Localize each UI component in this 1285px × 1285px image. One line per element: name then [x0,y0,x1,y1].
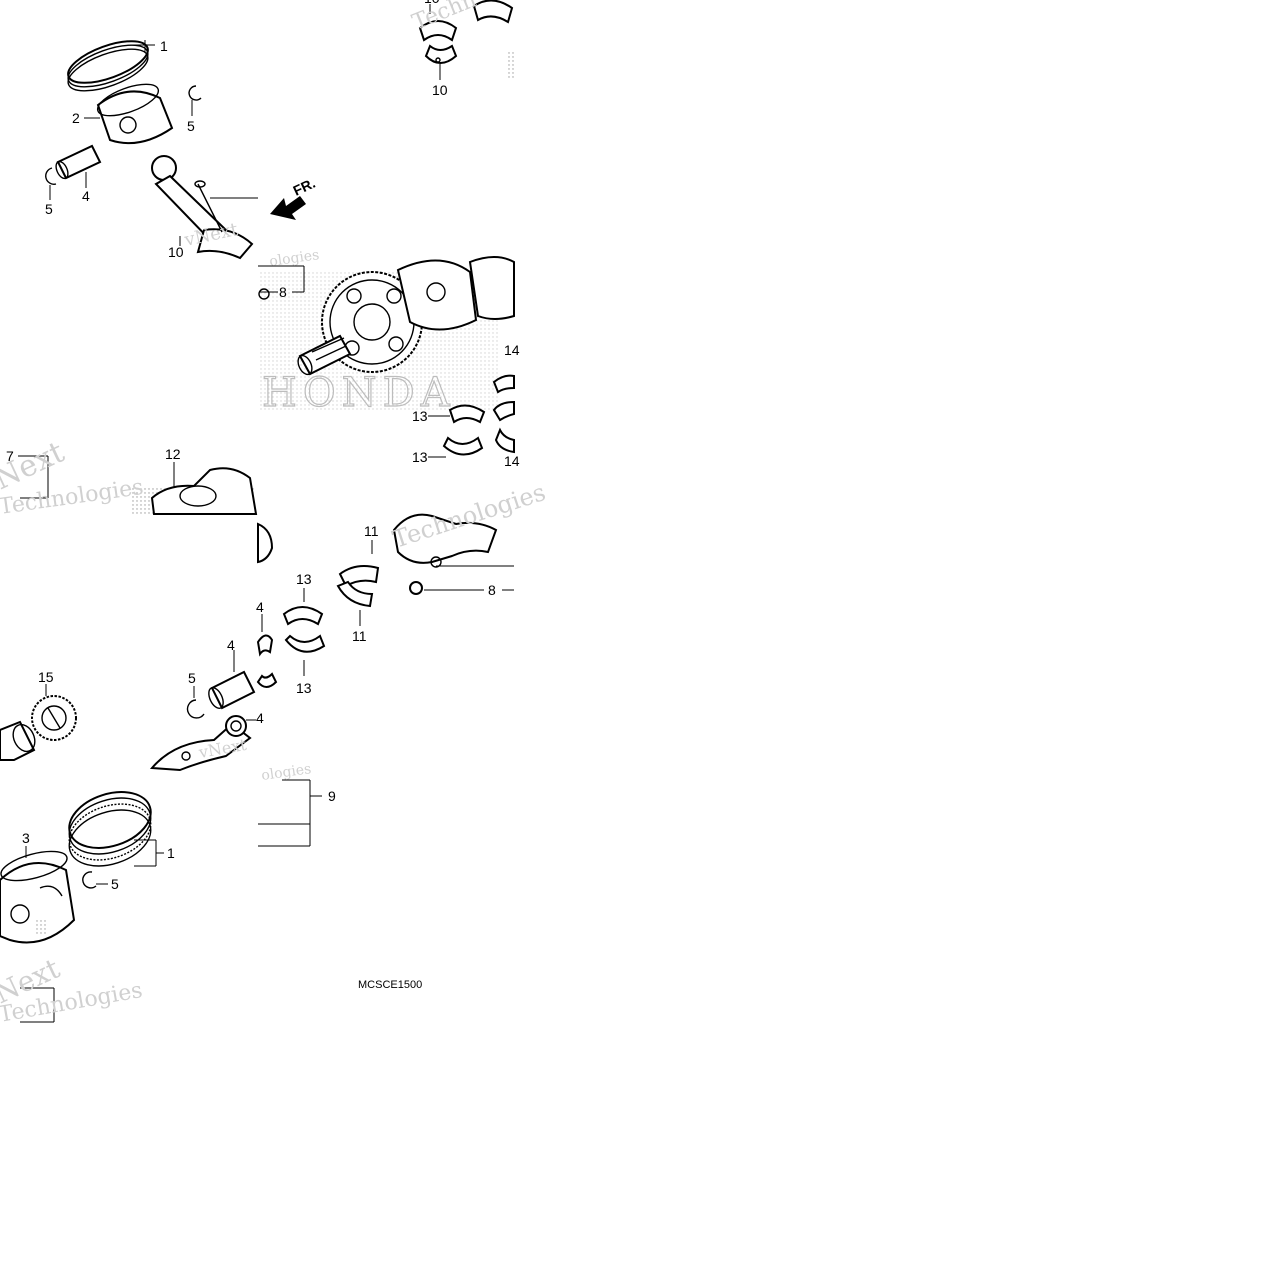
shaft-end-part [0,720,36,761]
main-bearing-part [442,436,484,456]
tile-crank-left [18,455,258,515]
main-bearing-part [492,400,515,422]
bearing-cap-part [392,513,498,564]
callout-label: 5 [45,201,53,217]
main-bearing-part [492,374,515,394]
piston-pin-clip-part [186,699,205,719]
callout-label: 7 [6,448,14,464]
crank-journal-part [150,467,258,515]
watermark: vNext [196,735,248,762]
conrod-bearing-part [256,672,278,688]
piston-rings-part [67,40,149,92]
tile-piston-bottom [0,779,322,1023]
callout-label: 10 [424,0,440,6]
callout-label: 13 [412,449,428,465]
front-arrow-icon: FR. [270,175,318,220]
callout-label: 5 [188,670,196,686]
piston-pin-clip-part [82,871,97,889]
callout-label: 2 [72,110,80,126]
callout-label: 10 [432,82,448,98]
callout-labels: 1 2 5 4 5 10 10 10 8 14 13 13 14 7 12 11… [6,0,520,892]
tile-bearings-mid [256,513,514,688]
watermark: ologies [268,247,320,270]
callout-label: 8 [279,284,287,300]
main-bearing-part [336,580,374,608]
tile-lower-left [0,650,256,772]
piston-pin-clip-part [45,167,57,185]
timing-gear-part [31,695,77,741]
main-bearing-part [494,427,515,454]
crankshaft-part [297,256,515,376]
callout-label: 15 [38,669,54,685]
watermark: ologies [260,761,312,784]
piston-part [96,83,174,145]
callout-label: 5 [187,118,195,134]
callout-label: 13 [296,571,312,587]
callout-label: 4 [256,599,264,615]
connecting-rod-part [149,715,252,772]
callout-label: 1 [160,38,168,54]
callout-label: 4 [82,188,90,204]
conrod-bearing-part [282,606,324,626]
callout-label: 8 [488,582,496,598]
callout-label: 14 [504,453,520,469]
callout-label: 13 [412,408,428,424]
tile-bearings-top [418,0,516,80]
diagram-code: MCSCE1500 [358,979,422,991]
callout-label: 4 [227,637,235,653]
piston-rings-part [68,791,152,867]
piston-part [0,850,76,944]
honda-watermark: HONDA [262,370,456,416]
connecting-rod-part [151,155,254,260]
crank-web-part [257,522,274,564]
callout-label: 10 [168,244,184,260]
conrod-bearing-part [256,634,274,657]
main-bearing-part [448,404,486,424]
callout-label: 1 [167,845,175,861]
tile-piston-top: FR. [45,40,318,260]
callout-label: 9 [328,788,336,804]
callout-label: 14 [504,342,520,358]
callout-label: 5 [111,876,119,892]
callout-label: 3 [22,830,30,846]
piston-pin-part [208,670,256,710]
bolt-part [409,581,423,595]
callout-label: 11 [352,628,367,644]
tile-crankshaft: HONDA [258,256,515,458]
callout-label: 13 [296,680,312,696]
callout-label: 12 [165,446,181,462]
callout-label: 4 [256,710,264,726]
main-bearing-part [338,565,380,588]
svg-text:FR.: FR. [291,175,318,199]
conrod-bearing-part [284,634,326,653]
piston-pin-part [55,144,102,180]
piston-pin-clip-part [188,85,202,101]
callout-label: 11 [364,523,379,539]
